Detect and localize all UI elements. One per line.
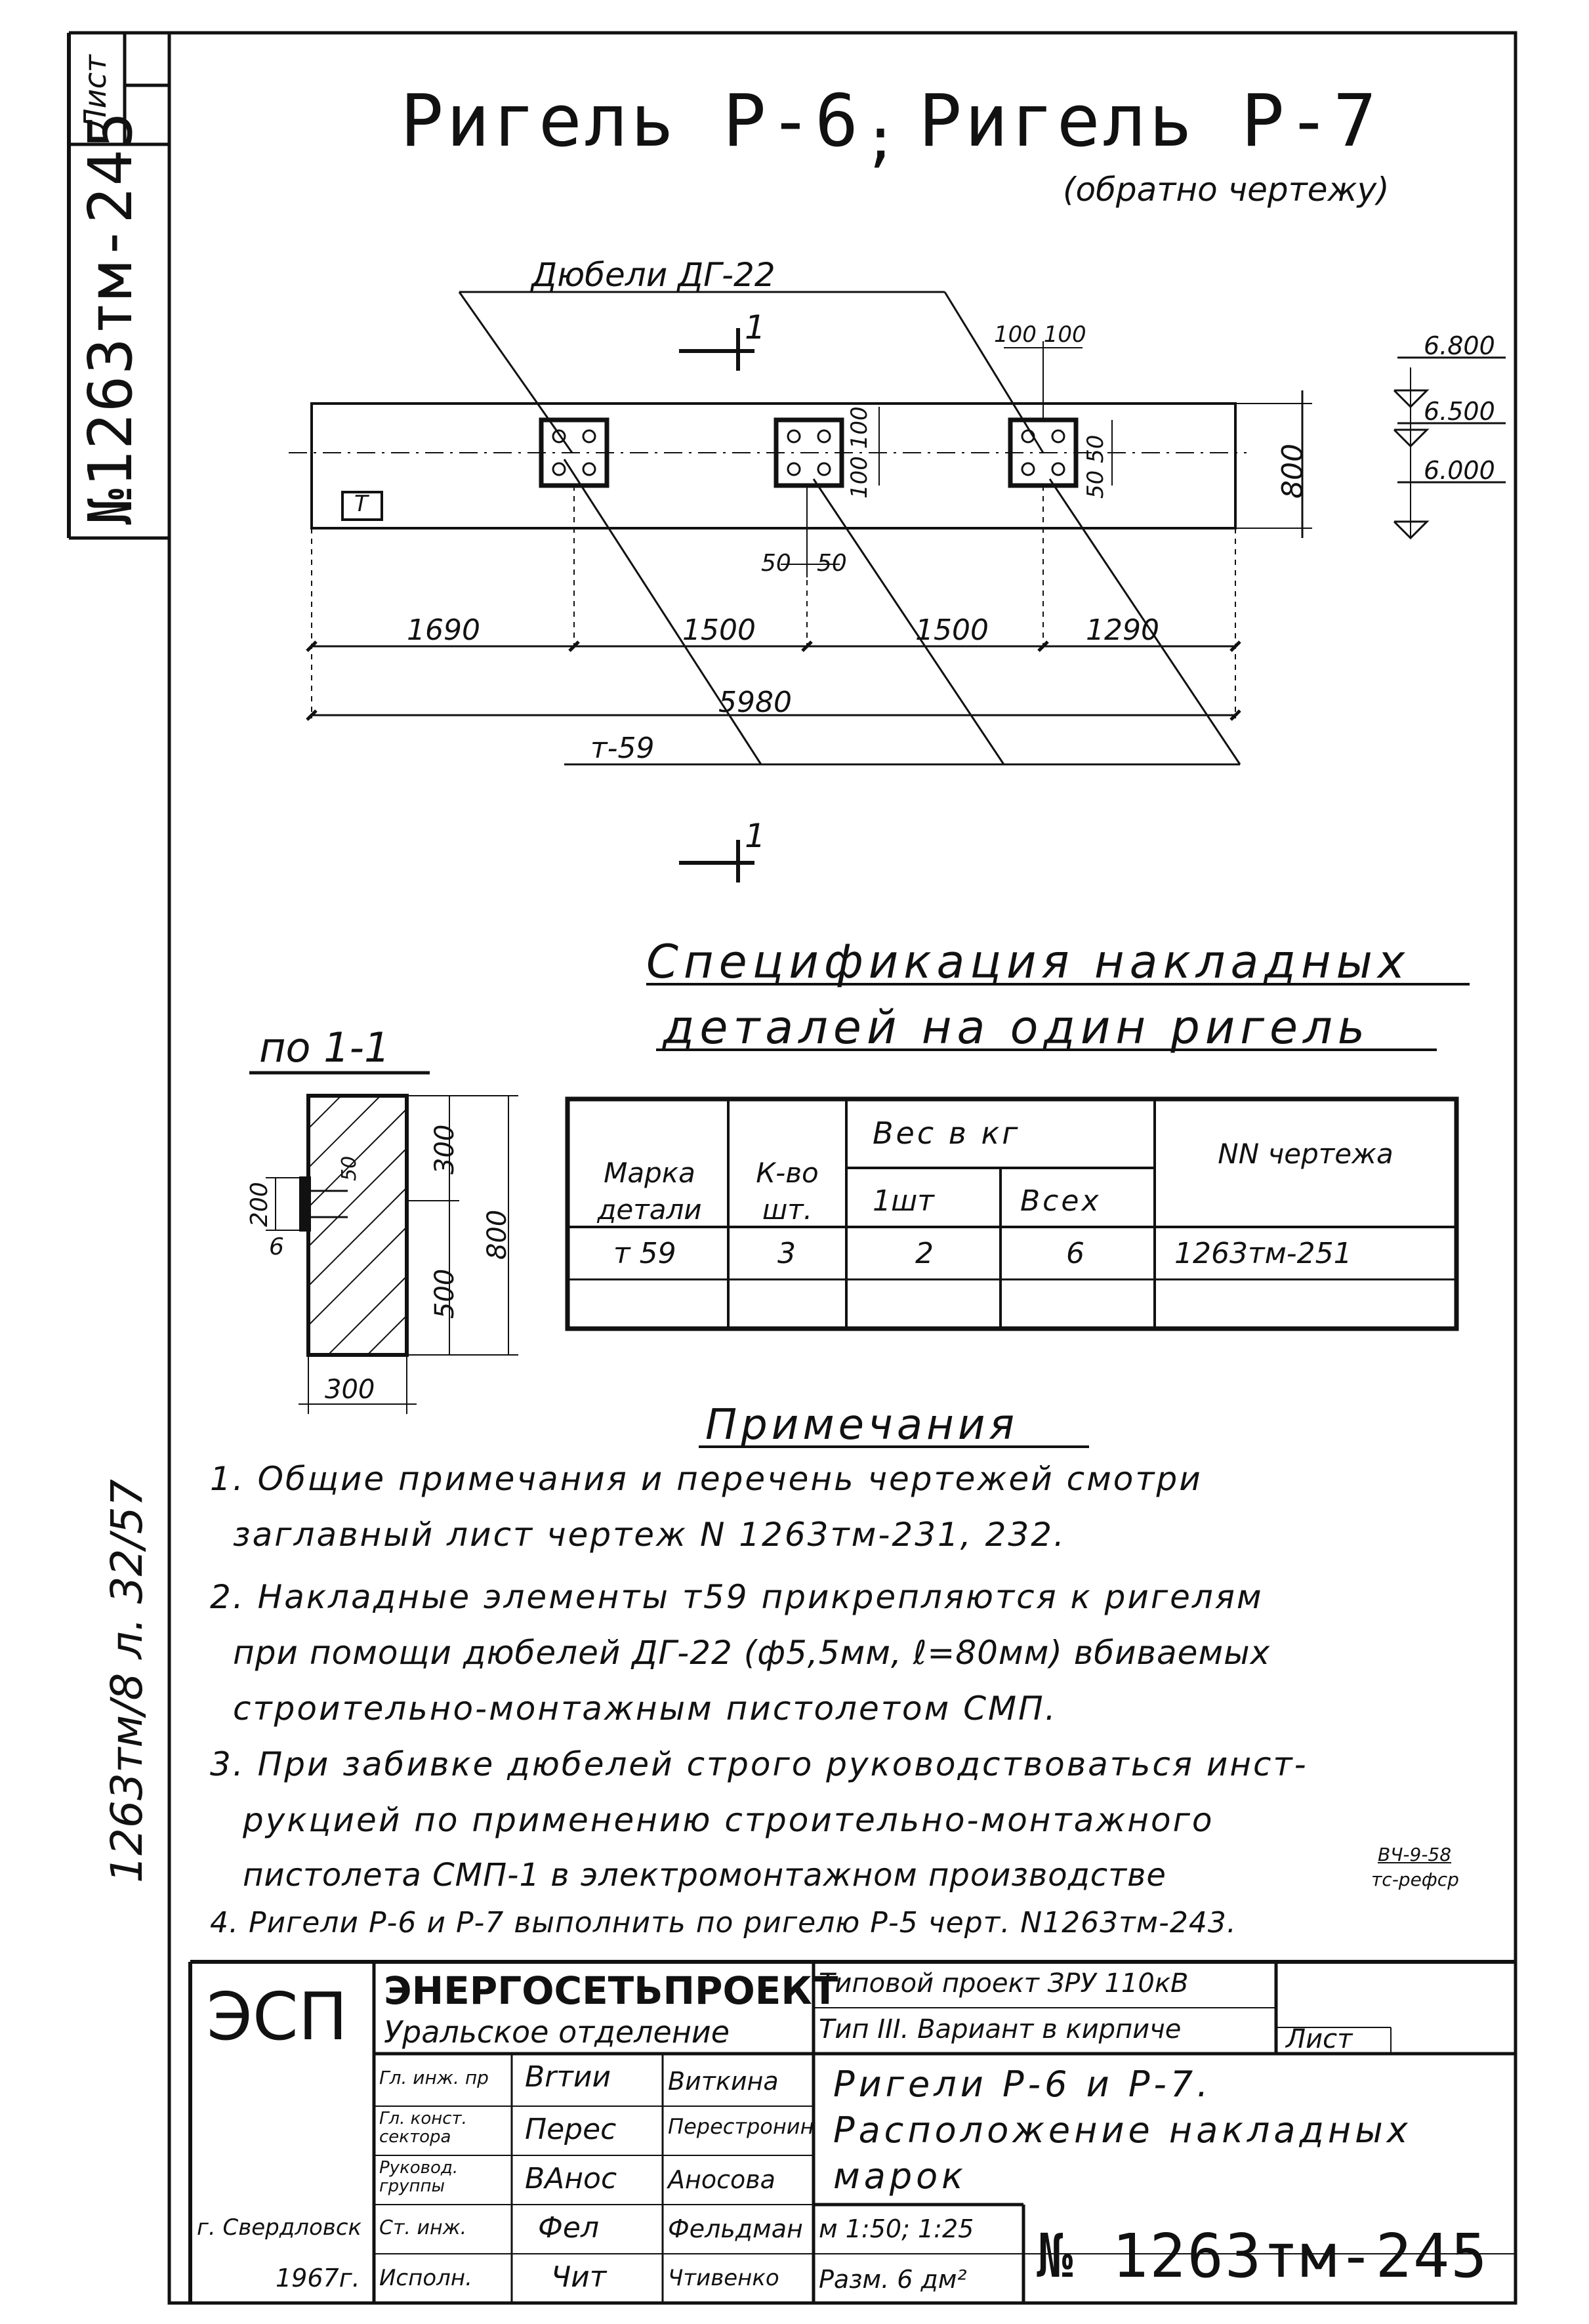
note-line-6: 3. При забивке дюбелей строго руководств… xyxy=(210,1745,1308,1783)
note-line-4: при помощи дюбелей ДГ-22 (ф5,5мм, ℓ=80мм… xyxy=(233,1634,1271,1672)
logo-esp: ЭСП xyxy=(207,1978,348,2055)
name-4: Фельдман xyxy=(668,2214,803,2243)
dim-50-right: 50 xyxy=(817,550,847,577)
section-dim-50: 50 xyxy=(338,1155,361,1181)
note-line-2: заглавный лист чертеж N 1263тм-231, 232. xyxy=(233,1516,1066,1554)
bottom-dim-1: 1690 xyxy=(407,613,480,647)
title-left: Ригель Р-6 xyxy=(400,79,861,163)
role-1: Гл. инж. пр xyxy=(379,2067,489,2088)
notes-title: Примечания xyxy=(705,1401,1018,1449)
th-drawing: NN чертежа xyxy=(1218,1138,1393,1170)
title-right: Ригель Р-7 xyxy=(918,79,1380,163)
spec-title-line1: Спецификация накладных xyxy=(646,935,1411,989)
dim-50-left: 50 xyxy=(761,550,791,577)
title-separator: ; xyxy=(863,105,899,174)
td-mark: т 59 xyxy=(613,1237,676,1270)
project-line2: Тип III. Вариант в кирпиче xyxy=(819,2014,1182,2044)
note-line-1: 1. Общие примечания и перечень чертежей … xyxy=(210,1460,1203,1498)
name-1: Виткина xyxy=(668,2067,779,2096)
side-doc-number: №1263тм-245 xyxy=(75,110,146,525)
dim-50-50-vertical: 50 50 xyxy=(1083,434,1109,499)
bottom-dim-3: 1500 xyxy=(915,613,989,647)
note-line-5: строительно-монтажным пистолетом СМП. xyxy=(233,1690,1058,1728)
name-5: Чтивенко xyxy=(668,2265,779,2291)
dowel-label: Дюбели ДГ-22 xyxy=(531,256,775,294)
section-mark-bottom: 1 xyxy=(745,817,766,855)
note-line-3: 2. Накладные элементы т59 прикрепляются … xyxy=(210,1578,1264,1616)
signature-1: Вrтии xyxy=(525,2060,611,2094)
spec-title-line2: деталей на один ригель xyxy=(663,1001,1371,1054)
total-dim: 5980 xyxy=(718,686,792,719)
td-weight-all: 6 xyxy=(1066,1237,1084,1270)
elevation-3: 6.000 xyxy=(1424,456,1495,485)
beam-height-dim: 800 xyxy=(1276,444,1310,499)
dim-100-100: 100 100 xyxy=(994,322,1086,348)
th-weight-one: 1шт xyxy=(873,1184,934,1218)
th-qty: К-во шт. xyxy=(756,1157,819,1226)
th-weight: Вес в кг xyxy=(873,1115,1021,1151)
signature-5: Чит xyxy=(551,2260,607,2294)
section-dim-200: 200 xyxy=(246,1182,273,1227)
role-4: Ст. инж. xyxy=(379,2216,467,2239)
tb-doc-number: № 1263тм-245 xyxy=(1037,2221,1489,2291)
name-3: Аносова xyxy=(668,2165,775,2194)
org-name: ЭНЕРГОСЕТЬПРОЕКТ xyxy=(384,1968,838,2013)
sheet-frame xyxy=(167,31,1517,2305)
org-branch: Уральское отделение xyxy=(384,2014,730,2050)
scale: м 1:50; 1:25 xyxy=(819,2214,974,2243)
signature-4: Фел xyxy=(538,2211,600,2245)
note-line-9: 4. Ригели Р-6 и Р-7 выполнить по ригелю … xyxy=(210,1906,1237,1940)
td-weight-one: 2 xyxy=(915,1237,934,1270)
format-size: Разм. 6 дм² xyxy=(819,2265,967,2294)
td-drawing: 1263тм-251 xyxy=(1174,1237,1352,1270)
subtitle: (обратно чертежу) xyxy=(1063,171,1390,209)
note-ref-top: ВЧ-9-58 xyxy=(1378,1844,1452,1865)
box-mark: Т xyxy=(354,491,368,517)
section-mark-top: 1 xyxy=(745,308,766,346)
role-3: Руковод. группы xyxy=(379,2158,459,2196)
td-qty: 3 xyxy=(777,1237,796,1270)
drawing-title-2: Расположение накладных xyxy=(833,2109,1412,2151)
side-inventory: 1263тм/8 л. 32/57 xyxy=(102,1479,152,1883)
note-ref-bottom: тс-рефср xyxy=(1371,1869,1459,1890)
section-dim-500: 500 xyxy=(430,1268,460,1319)
th-mark: Марка детали xyxy=(597,1157,702,1226)
signature-2: Перес xyxy=(525,2113,617,2146)
bottom-dim-4: 1290 xyxy=(1086,613,1159,647)
section-dim-300-top: 300 xyxy=(430,1124,460,1174)
elevation-2: 6.500 xyxy=(1424,397,1495,426)
role-5: Исполн. xyxy=(379,2265,472,2291)
beam-outline xyxy=(310,402,1237,529)
project-line1: Типовой проект ЗРУ 110кВ xyxy=(819,1968,1189,1999)
dim-100-100-vertical: 100 100 xyxy=(846,406,873,499)
name-2: Перестронин xyxy=(668,2114,814,2139)
note-line-7: рукцией по применению строительно-монтаж… xyxy=(243,1801,1214,1839)
signature-3: ВАнос xyxy=(525,2162,617,2195)
section-width: 300 xyxy=(325,1375,375,1405)
drawing-title-3: марок xyxy=(833,2155,967,2197)
section-dim-6: 6 xyxy=(269,1234,284,1260)
year: 1967г. xyxy=(276,2264,360,2293)
tb-sheet-label: Лист xyxy=(1286,2024,1353,2054)
note-line-8: пистолета СМП-1 в электромонтажном произ… xyxy=(243,1857,1166,1894)
section-height: 800 xyxy=(482,1209,512,1260)
elevation-1: 6.800 xyxy=(1424,331,1495,360)
city: г. Свердловск xyxy=(197,2214,362,2241)
section-title: по 1-1 xyxy=(259,1024,390,1071)
plate-mark-label: т-59 xyxy=(590,732,655,765)
role-2: Гл. конст. сектора xyxy=(379,2109,467,2147)
drawing-title-1: Ригели Р-6 и Р-7. xyxy=(833,2064,1212,2105)
th-weight-all: Всех xyxy=(1020,1184,1102,1218)
bottom-dim-2: 1500 xyxy=(682,613,756,647)
